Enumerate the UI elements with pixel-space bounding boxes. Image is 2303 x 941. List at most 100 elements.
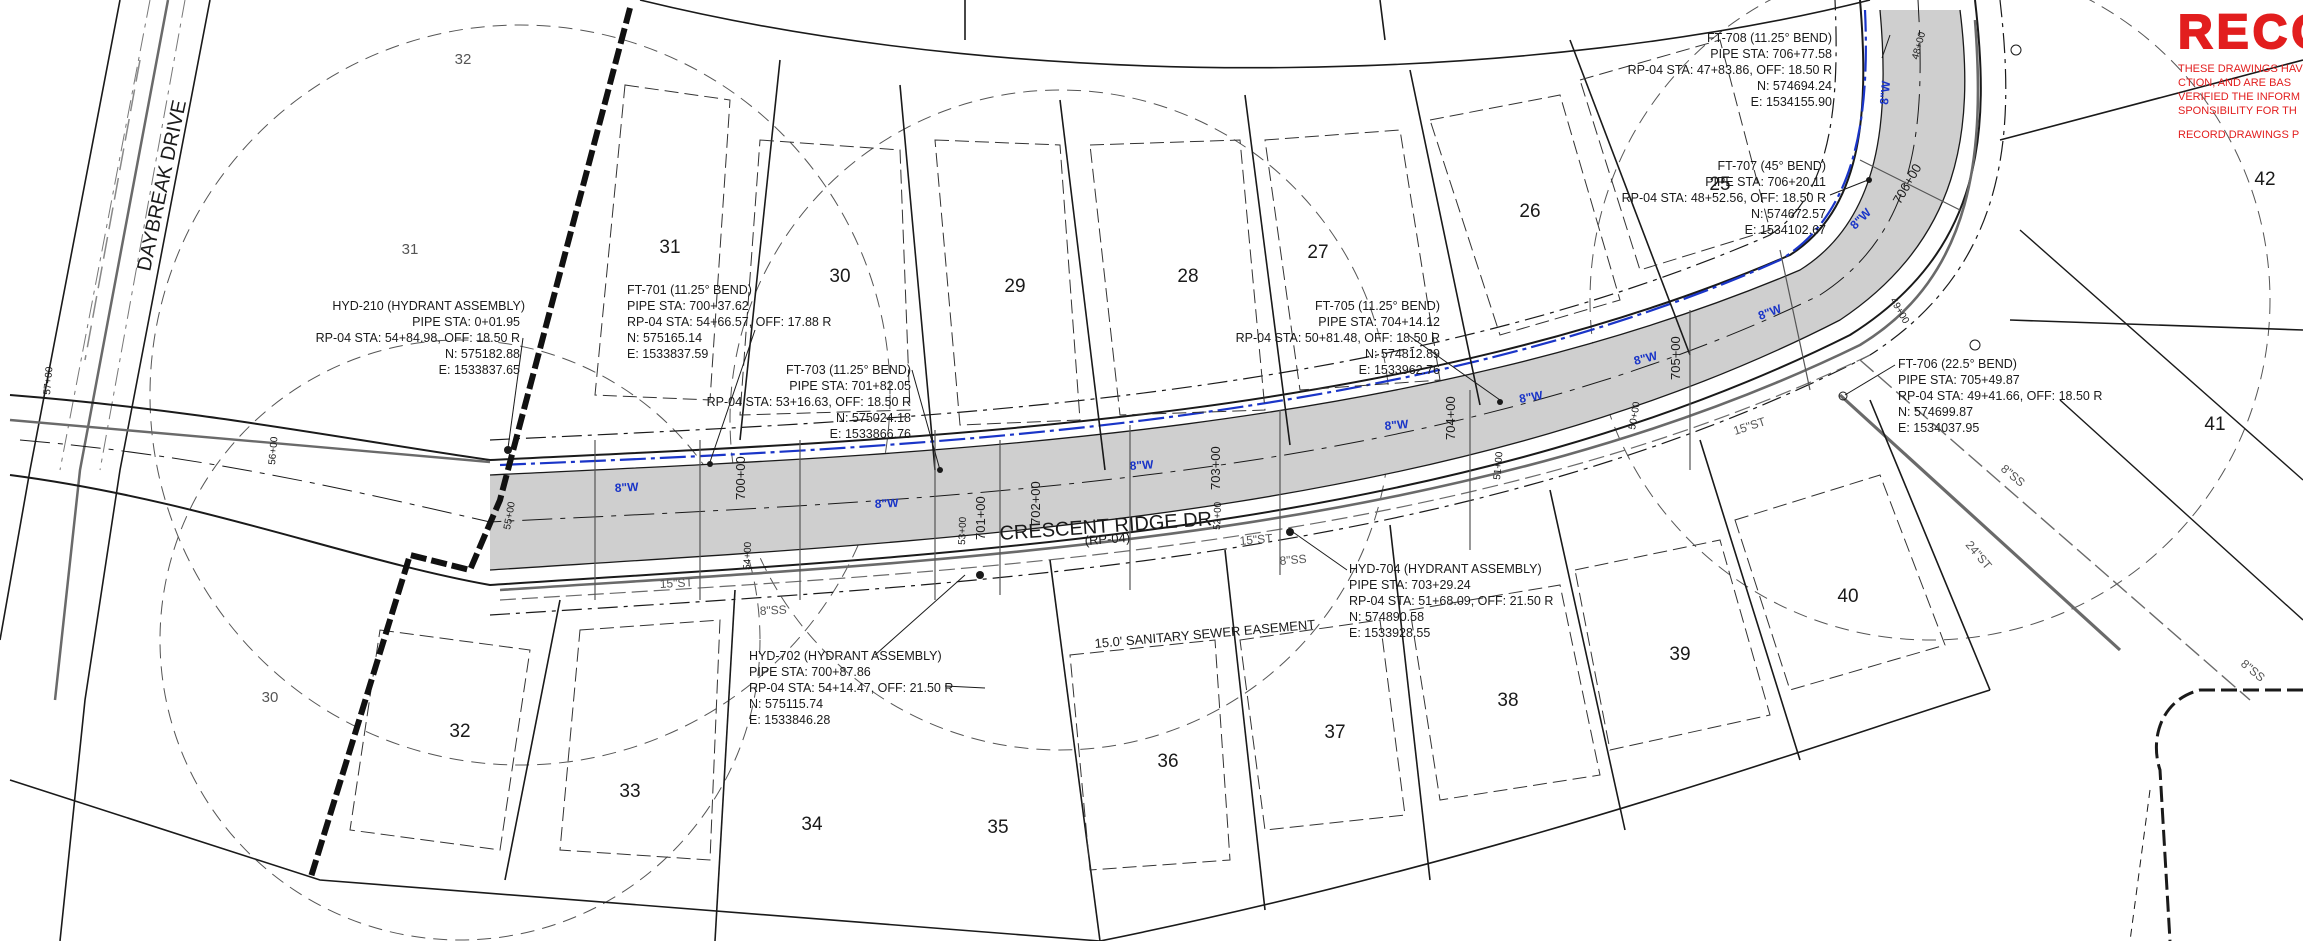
lot-line xyxy=(1699,439,1801,761)
water-label: 8"W xyxy=(1384,417,1409,433)
callout-title: FT-706 (22.5° BEND) xyxy=(1898,357,2017,371)
station-label: 702+00 xyxy=(1028,481,1043,525)
setback-arc xyxy=(159,339,761,941)
callout-ft708: FT-708 (11.25° BEND) PIPE STA: 706+77.58… xyxy=(1628,31,1832,109)
fitting-icon xyxy=(937,467,943,473)
water-main xyxy=(499,9,1867,467)
lot-number: 38 xyxy=(1497,690,1518,711)
daybreak-edge xyxy=(59,0,211,941)
stamp-line: THESE DRAWINGS HAV xyxy=(2178,63,2303,75)
adjacent-street xyxy=(2019,229,2303,941)
lot-number: 40 xyxy=(1837,586,1858,607)
station-label: 700+00 xyxy=(733,456,748,500)
lot-number: 39 xyxy=(1669,644,1690,665)
callout-line: E: 1533928.55 xyxy=(1349,626,1430,640)
leader-ft701 xyxy=(709,329,756,463)
fitting-icon xyxy=(1838,391,1848,401)
lot-number: 35 xyxy=(987,817,1008,838)
daybreak-utility xyxy=(53,0,170,701)
station-label: 50+00 xyxy=(1627,401,1643,431)
storm-label: 15"ST xyxy=(659,575,693,591)
station-label: 53+00 xyxy=(957,516,969,545)
road-centerline xyxy=(19,0,1921,523)
lot-line xyxy=(1409,69,1481,406)
callout-line: PIPE STA: 704+14.12 xyxy=(1318,315,1440,329)
stamp-title: RECO xyxy=(2178,6,2303,59)
lot-line xyxy=(714,589,736,941)
building-envelope xyxy=(739,139,911,416)
callout-title: FT-703 (11.25° BEND) xyxy=(786,363,911,377)
building-envelope xyxy=(1574,539,1771,751)
road-crossings xyxy=(594,159,1961,600)
water-label: 8"W xyxy=(1632,348,1659,367)
lot-line xyxy=(1869,399,1991,691)
water-line xyxy=(499,9,1867,467)
background-arcs xyxy=(149,0,2271,941)
callout-line: RP-04 STA: 54+14.47, OFF: 21.50 R xyxy=(749,681,953,695)
callout-line: E: 1533962.76 xyxy=(1359,363,1440,377)
leader-hyd702-2 xyxy=(944,685,986,689)
callout-line: PIPE STA: 700+87.86 xyxy=(749,665,871,679)
lot-line xyxy=(504,599,561,881)
callout-line: E: 1533846.28 xyxy=(749,713,830,727)
lot-boundary xyxy=(1099,689,1991,941)
building-envelope xyxy=(934,139,1081,426)
daybreak-edge xyxy=(0,0,121,641)
callout-line: N: 574699.87 xyxy=(1898,405,1973,419)
leader-ft703 xyxy=(911,369,941,471)
building-envelope xyxy=(1239,619,1406,831)
sewer-label: 8"SS xyxy=(2238,657,2268,685)
callout-line: N: 574890.58 xyxy=(1349,610,1424,624)
street-edge xyxy=(2059,399,2303,621)
callout-ft701: FT-701 (11.25° BEND) PIPE STA: 700+37.62… xyxy=(627,283,831,361)
callout-title: FT-701 (11.25° BEND) xyxy=(627,283,752,297)
lot-number: 41 xyxy=(2204,414,2225,435)
phase-boundary-line xyxy=(307,7,633,881)
lot-number: 32 xyxy=(449,721,470,742)
callout-line: PIPE STA: 703+29.24 xyxy=(1349,578,1471,592)
storm-label: 15"ST xyxy=(1239,531,1274,548)
right-of-way-top xyxy=(489,0,1837,441)
driveway-curb xyxy=(2154,688,2303,941)
station-label: 52+00 xyxy=(1212,501,1224,530)
callout-line: N: 575182.88 xyxy=(445,347,520,361)
callout-line: PIPE STA: 700+37.62 xyxy=(627,299,749,313)
callout-line: N: 575115.74 xyxy=(749,697,823,711)
lot-line xyxy=(1379,0,1386,41)
storm-label: 15"ST xyxy=(1732,414,1768,438)
hydrant-icon xyxy=(976,571,984,579)
lot-line xyxy=(899,84,936,471)
road-inner-bottom xyxy=(489,9,1966,571)
callout-title: FT-705 (11.25° BEND) xyxy=(1315,299,1440,313)
fitting-icon xyxy=(707,461,713,467)
sewer-easement-label: 15.0' SANITARY SEWER EASEMENT xyxy=(1094,617,1316,651)
lot-number: 31 xyxy=(659,237,680,258)
station-label: 56+00 xyxy=(267,436,280,465)
callout-title: FT-707 (45° BEND) xyxy=(1717,159,1826,173)
callout-ft705: FT-705 (11.25° BEND) PIPE STA: 704+14.12… xyxy=(1236,299,1440,377)
callout-title: HYD-704 (HYDRANT ASSEMBLY) xyxy=(1349,562,1542,576)
sewer-label: 8"SS xyxy=(1998,462,2028,490)
phase-boundary xyxy=(307,7,633,881)
callout-hyd704: HYD-704 (HYDRANT ASSEMBLY) PIPE STA: 703… xyxy=(1349,562,1553,640)
lot-number: 30 xyxy=(829,266,850,287)
lot-number: 27 xyxy=(1307,242,1328,263)
leader-hyd702 xyxy=(874,574,966,656)
leader-ft706 xyxy=(1844,364,1896,396)
callout-line: RP-04 STA: 54+84.98, OFF: 18.50 R xyxy=(316,331,520,345)
crossing xyxy=(1779,249,1811,391)
station-label: 55+00 xyxy=(502,501,518,531)
building-envelope xyxy=(1429,94,1621,336)
storm-line xyxy=(499,19,1980,592)
callout-line: PIPE STA: 706+20.11 xyxy=(1705,175,1826,189)
crescent-ridge-road xyxy=(9,0,2007,616)
callout-line: PIPE STA: 701+82.05 xyxy=(789,379,911,393)
station-label: 705+00 xyxy=(1668,336,1683,380)
lot-number: 29 xyxy=(1004,276,1025,297)
callout-line: RP-04 STA: 48+52.56, OFF: 18.50 R xyxy=(1622,191,1826,205)
callout-ft703: FT-703 (11.25° BEND) PIPE STA: 701+82.05… xyxy=(707,363,911,441)
callout-line: PIPE STA: 705+49.87 xyxy=(1898,373,2020,387)
road-edge-top xyxy=(9,0,1865,462)
road-inner-top xyxy=(489,9,1884,476)
callout-line: N: 574812.89 xyxy=(1365,347,1440,361)
